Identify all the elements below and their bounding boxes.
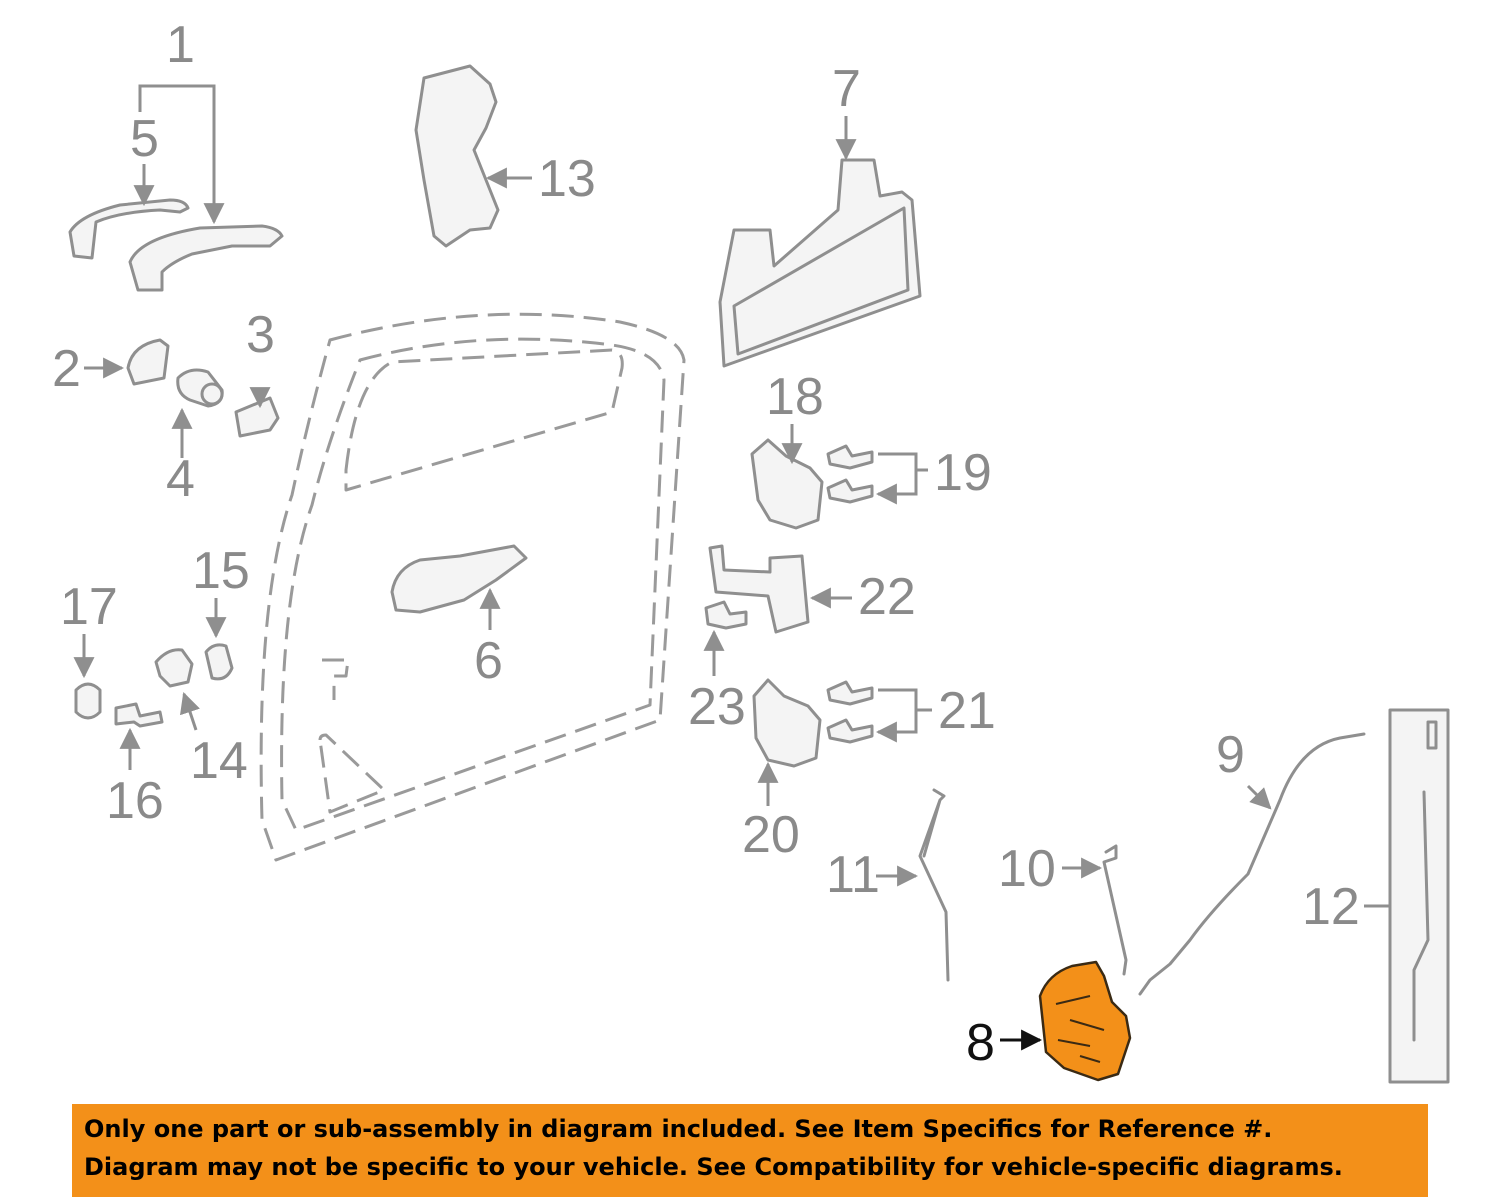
part-18-upper-hinge xyxy=(750,438,824,530)
callout-20: 20 xyxy=(742,806,800,864)
callout-1-bracket xyxy=(138,84,225,225)
notice-banner: Only one part or sub-assembly in diagram… xyxy=(72,1104,1428,1197)
callout-13: 13 xyxy=(538,150,596,208)
part-12-panel xyxy=(1388,708,1450,1084)
part-13-bracket xyxy=(414,64,500,248)
callout-8: 8 xyxy=(966,1014,995,1072)
callout-4: 4 xyxy=(166,450,195,508)
callout-6: 6 xyxy=(474,632,503,690)
callout-14: 14 xyxy=(190,732,248,790)
callout-17: 17 xyxy=(60,578,118,636)
callout-12: 12 xyxy=(1302,878,1360,936)
part-22-check-link xyxy=(708,544,810,634)
notice-line-2: Diagram may not be specific to your vehi… xyxy=(84,1153,1343,1181)
part-17-clip xyxy=(74,682,102,720)
part-6-inside-handle xyxy=(390,544,528,614)
part-23-bolt xyxy=(704,600,748,630)
callout-11: 11 xyxy=(826,846,880,904)
part-8-door-latch xyxy=(1038,960,1132,1082)
part-19-bolt-a xyxy=(826,444,874,470)
part-19-bolt-b xyxy=(826,478,874,504)
part-2-shape xyxy=(126,338,170,386)
callout-23: 23 xyxy=(688,678,746,736)
callout-9-leader xyxy=(1246,784,1272,810)
callout-1: 1 xyxy=(166,16,195,74)
callout-14-leader xyxy=(180,692,200,731)
part-11-rod xyxy=(918,788,950,982)
callout-18: 18 xyxy=(766,368,824,426)
part-14-striker xyxy=(154,648,194,688)
callout-19: 19 xyxy=(934,444,992,502)
callout-3: 3 xyxy=(246,306,275,364)
callout-2: 2 xyxy=(52,340,81,398)
part-10-rod xyxy=(1102,844,1128,976)
part-9-cable xyxy=(1138,732,1366,996)
callout-21-bracket xyxy=(878,688,932,732)
part-3-gasket xyxy=(234,396,280,438)
callout-5: 5 xyxy=(130,110,159,168)
callout-16: 16 xyxy=(106,772,164,830)
callout-7: 7 xyxy=(832,60,861,118)
part-7-water-deflector xyxy=(718,158,922,368)
part-20-lower-hinge xyxy=(752,678,822,768)
callout-15: 15 xyxy=(192,542,250,600)
callout-19-bracket xyxy=(878,452,928,494)
outside-handle-parts xyxy=(68,198,284,292)
part-16-bolt xyxy=(114,702,164,728)
door-shell-outline xyxy=(259,312,686,862)
callout-21: 21 xyxy=(938,682,996,740)
callout-9: 9 xyxy=(1216,726,1245,784)
notice-line-1: Only one part or sub-assembly in diagram… xyxy=(84,1115,1273,1143)
part-21-bolt-b xyxy=(826,718,874,744)
callout-22: 22 xyxy=(858,568,916,626)
part-21-bolt-a xyxy=(826,680,874,706)
part-15-plate xyxy=(204,643,234,681)
callout-10: 10 xyxy=(998,840,1056,898)
